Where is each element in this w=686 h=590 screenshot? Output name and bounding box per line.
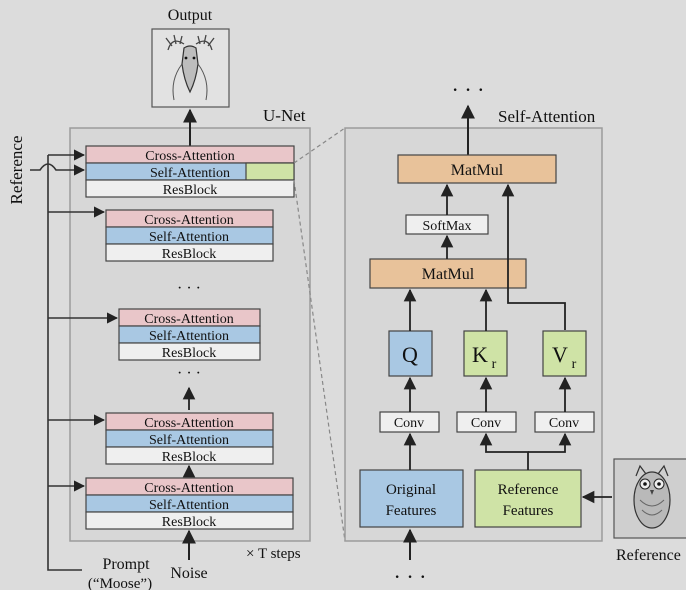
cross-attention-label: Cross-Attention <box>144 213 233 228</box>
owl-reference-image <box>613 458 686 539</box>
original-features-box <box>359 469 464 528</box>
reference-left-label: Reference <box>7 136 26 205</box>
conv-q-label: Conv <box>394 416 424 431</box>
q-label: Q <box>402 342 418 367</box>
original-features-line1: Original <box>386 482 436 498</box>
ellipsis-lower: · · · <box>177 365 201 382</box>
unet-block-5: Cross-Attention Self-Attention ResBlock <box>85 477 294 530</box>
v-label: V <box>552 342 568 367</box>
self-attention-label: Self-Attention <box>150 166 230 181</box>
self-attention-label: Self-Attention <box>149 329 229 344</box>
k-label: K <box>472 342 488 367</box>
reference-features-line2: Features <box>503 503 554 519</box>
unet-block-1: Cross-Attention Self-Attention ResBlock <box>85 145 295 198</box>
self-attention-label: Self-Attention <box>149 230 229 245</box>
self-attention-label: Self-Attention <box>149 433 229 448</box>
ellipsis-bottom: · · · <box>394 564 427 589</box>
zoom-line-top <box>293 127 346 164</box>
matmul-bottom-box <box>369 258 527 289</box>
unet-label: U-Net <box>263 106 306 125</box>
reference-right-label: Reference <box>616 547 681 564</box>
matmul-bottom-label: MatMul <box>422 266 475 283</box>
unet-block-3: Cross-Attention Self-Attention ResBlock <box>118 308 261 361</box>
moose-output-image <box>151 28 230 108</box>
unet-block-4: Cross-Attention Self-Attention ResBlock <box>105 412 274 465</box>
unet-block-2: Cross-Attention Self-Attention ResBlock <box>105 209 274 262</box>
softmax-label: SoftMax <box>423 219 472 234</box>
ellipsis-top: · · · <box>452 77 485 102</box>
conv-k-label: Conv <box>471 416 501 431</box>
q-box <box>388 330 433 377</box>
self-attention-title: Self-Attention <box>498 107 596 126</box>
v-box <box>542 330 587 377</box>
k-subscript: r <box>492 357 497 372</box>
noise-label: Noise <box>170 565 207 582</box>
original-features-line2: Features <box>386 503 437 519</box>
resblock-label: ResBlock <box>162 515 216 530</box>
resblock-label: ResBlock <box>163 183 217 198</box>
matmul-top-box <box>397 154 557 184</box>
prompt-connector-lines <box>47 149 119 571</box>
cross-attention-label: Cross-Attention <box>144 481 233 496</box>
v-subscript: r <box>572 357 577 372</box>
prompt-label: Prompt <box>102 556 150 573</box>
prompt-value: (“Moose”) <box>88 576 152 590</box>
cross-attention-label: Cross-Attention <box>145 149 234 164</box>
resblock-label: ResBlock <box>162 450 216 465</box>
self-attention-label: Self-Attention <box>149 498 229 513</box>
cross-attention-label: Cross-Attention <box>144 312 233 327</box>
matmul-top-label: MatMul <box>451 162 504 179</box>
reference-features-line1: Reference <box>498 482 559 498</box>
reference-connector <box>30 163 86 176</box>
cross-attention-label: Cross-Attention <box>144 416 233 431</box>
zoom-line-bottom <box>293 179 346 542</box>
conv-v-label: Conv <box>549 416 579 431</box>
output-label: Output <box>168 7 213 24</box>
arrow-v-to-matmul <box>501 183 566 330</box>
resblock-label: ResBlock <box>162 247 216 262</box>
k-box <box>463 330 508 377</box>
ellipsis-upper: · · · <box>177 280 201 297</box>
t-steps-label: × T steps <box>246 546 301 562</box>
resblock-label: ResBlock <box>162 346 216 361</box>
self-attention-highlight <box>245 162 295 181</box>
reference-to-conv-lines <box>479 432 572 470</box>
